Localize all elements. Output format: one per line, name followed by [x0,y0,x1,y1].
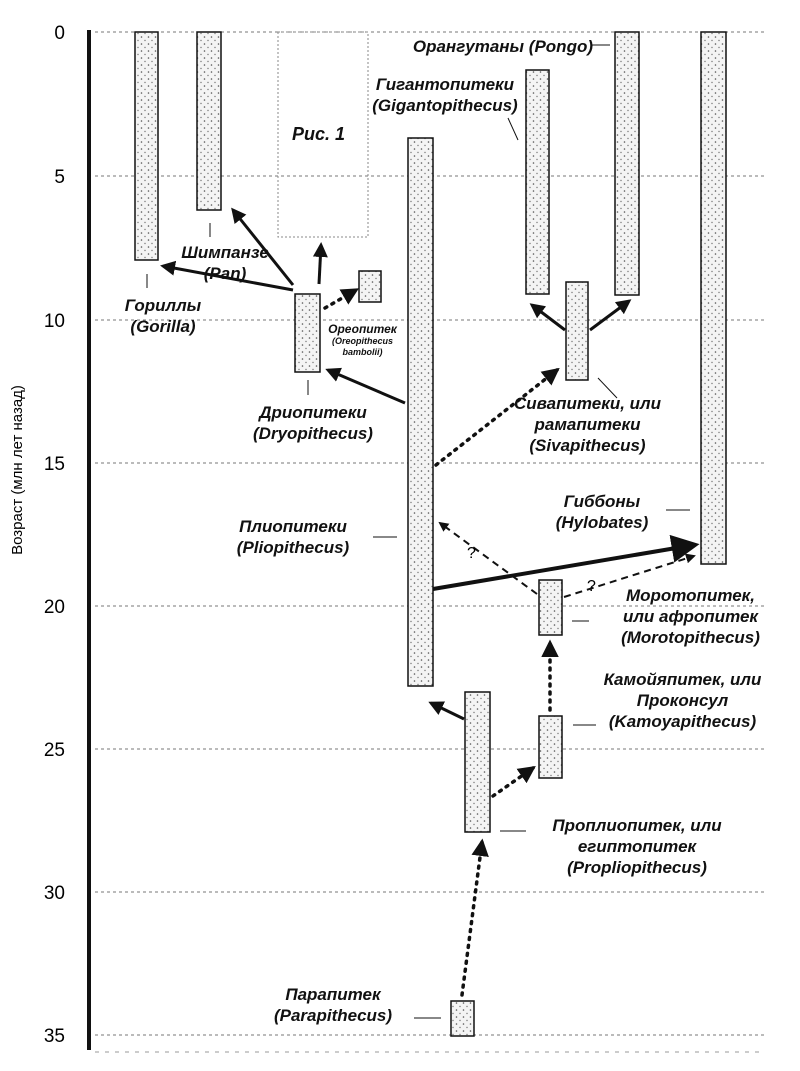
arrow-dryo-up [312,242,328,285]
label-line: Моротопитек, [625,586,756,605]
bar-pliopithecus [407,137,434,687]
label-line: Гориллы [124,296,202,315]
bar-pongo [614,31,640,296]
bar-gorilla [134,31,159,261]
bar-dryopithecus [294,293,321,373]
label-line: (Dryopithecus) [253,424,373,443]
label-line: (Propliopithecus) [567,858,707,877]
label-line: рамапитеки [534,415,641,434]
question-mark: ? [587,578,596,595]
y-tick-label: 15 [44,454,65,475]
arrow-moroto-to-plio [438,521,538,595]
arrow-dryo-to-gorilla [160,260,294,292]
label-line: Проконсул [636,691,729,710]
dashed-arrows [438,521,696,598]
label-line: Гигантопитеки [375,75,515,94]
label-line: (Gorilla) [130,317,196,336]
figure-placeholder-box [277,31,369,238]
label-line: bambolii) [342,347,383,357]
label-dryopithecus: Дриопитеки (Dryopithecus) [233,402,393,444]
arrow-plio-to-dryo [325,367,406,405]
arrow-plio-to-siva [434,367,560,467]
label-line: (Pan) [203,264,247,283]
label-line: или афропитек [622,607,759,626]
label-line: Камойяпитек, или [603,670,762,689]
y-tick-label: 25 [44,740,65,761]
bar-pan [196,31,222,211]
label-pongo: Орангутаны (Pongo) [368,36,593,57]
label-line: (Oreopithecus [331,336,393,346]
label-line: (Hylobates) [555,513,649,532]
label-kamoyapithecus: Камойяпитек, или Проконсул (Kamoyapithec… [585,669,780,732]
label-morotopithecus: Моротопитек, или афропитек (Morotopithec… [598,585,783,648]
arrow-siva-to-giganto [529,303,566,332]
y-tick-label: 35 [44,1026,65,1047]
label-line: Сивапитеки, или [513,394,662,413]
label-line: (Gigantopithecus) [372,96,518,115]
arrow-proplio-to-kamoya [491,765,536,798]
leader-lines [146,44,690,1019]
label-line: египтопитек [577,837,697,856]
arrow-siva-to-pongo [589,299,632,332]
label-propliopithecus: Проплиопитек, или египтопитек (Propliopi… [527,815,747,878]
label-sivapithecus: Сивапитеки, или рамапитеки (Sivapithecus… [495,393,680,456]
label-line: Проплиопитек, или [552,816,722,835]
label-line: Орангутаны (Pongo) [412,37,593,56]
solid-arrows [160,207,632,721]
y-tick-label: 20 [44,597,65,618]
label-line: (Sivapithecus) [529,436,646,455]
label-oreopithecus: Ореопитек (Oreopithecus bambolii) [310,322,415,358]
y-axis-title: Возраст (млн лет назад) [9,385,26,555]
arrow-dryo-to-oreo [323,288,360,310]
arrow-moroto-to-hylobates [563,553,696,598]
label-line: Ореопитек [328,322,397,336]
label-gigantopithecus: Гигантопитеки (Gigantopithecus) [365,74,525,116]
label-gorilla: Гориллы (Gorilla) [98,295,228,337]
label-hylobates: Гиббоны (Hylobates) [528,491,676,533]
y-tick-label: 5 [54,167,65,188]
bar-propliopithecus [464,691,491,833]
label-pan: Шимпанзе (Pan) [160,242,290,284]
label-line: Плиопитеки [239,517,347,536]
label-line: Парапитек [285,985,381,1004]
taxon-bars [134,31,727,1037]
label-line: (Pliopithecus) [236,538,350,557]
figure-label: Рис. 1 [292,124,346,144]
question-mark: ? [467,545,476,562]
y-tick-labels: 0 5 10 15 20 25 30 35 [44,23,65,1047]
arrow-proplio-to-plio [428,701,465,721]
bar-hylobates [700,31,727,565]
y-tick-label: 10 [44,311,65,332]
label-line: (Morotopithecus) [621,628,760,647]
y-tick-label: 30 [44,883,65,904]
arrow-para-to-proplio [460,838,489,997]
bar-morotopithecus [538,579,563,636]
label-line: Шимпанзе [181,243,269,262]
arrow-dryo-to-pan [231,207,295,286]
label-pliopithecus: Плиопитеки (Pliopithecus) [218,516,368,558]
arrow-plio-to-hylobates [432,534,700,591]
gridlines [95,31,765,1036]
bar-sivapithecus [565,281,589,381]
y-tick-label: 0 [54,23,65,44]
label-line: (Kamoyapithecus) [608,712,757,731]
label-line: Гиббоны [563,492,641,511]
label-parapithecus: Парапитек (Parapithecus) [253,984,413,1026]
bar-oreopithecus [358,270,382,303]
bar-parapithecus [450,1000,475,1037]
bar-kamoyapithecus [538,715,563,779]
label-line: Дриопитеки [259,403,367,422]
bar-gigantopithecus [525,69,550,295]
dotted-arrows [323,288,560,997]
label-line: (Parapithecus) [273,1006,393,1025]
